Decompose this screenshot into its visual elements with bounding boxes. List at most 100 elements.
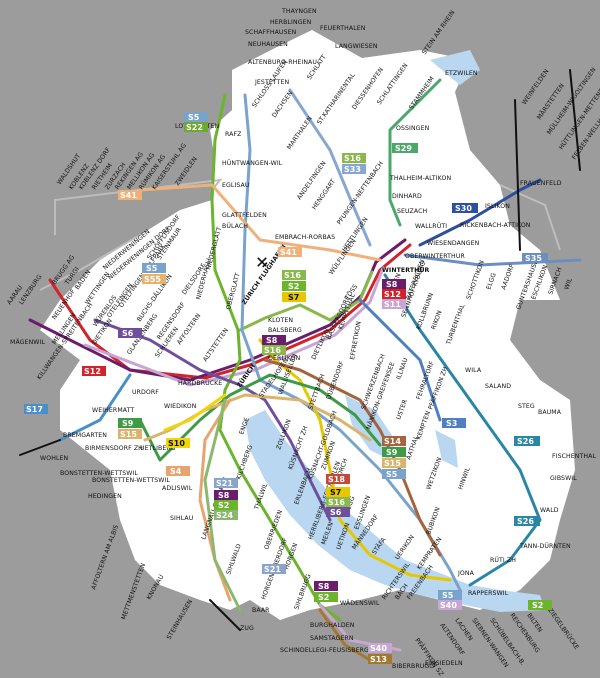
station-balsberg: BALSBERG	[268, 327, 302, 334]
station-fischenthal: FISCHENTHAL	[552, 453, 596, 460]
badge-s15-east-label: S15	[384, 459, 401, 468]
badge-s41-west	[118, 190, 142, 200]
station-etzwilen: ETZWILEN	[445, 70, 478, 77]
line-s15	[143, 393, 372, 442]
line-s30	[418, 178, 542, 247]
badge-s24	[214, 510, 238, 520]
station-weinfelden: WEINFELDEN	[521, 68, 551, 106]
station-bauma: BAUMA	[538, 409, 562, 416]
station-wiedikon: WIEDIKON	[164, 403, 197, 410]
station-wallruti: WALLRÜTI	[415, 221, 447, 230]
station-birmensdorf: BIRMENSDORF ZH	[85, 445, 143, 452]
station-jestetten: JESTETTEN	[254, 79, 290, 86]
station-uetliberg: UETLIBERG	[140, 445, 176, 452]
station-tann: TANN-DÜRNTEN	[519, 541, 571, 550]
badge-s5-north	[184, 112, 208, 122]
station-steinamrhein: STEIN AM RHEIN	[421, 9, 457, 56]
badge-s35-label: S35	[525, 254, 542, 263]
badge-s12-winterthur-label: S12	[384, 290, 401, 299]
badge-s9-east	[382, 447, 406, 457]
badge-s5-east	[382, 469, 406, 479]
badge-s2-airport-label: S2	[288, 282, 299, 291]
badge-s24-label: S24	[216, 511, 233, 520]
station-sihlau: SIHLAU	[170, 515, 193, 522]
station-gibswil: GIBSWIL	[550, 475, 577, 482]
badge-s22	[184, 122, 208, 132]
line-s13	[318, 608, 372, 662]
badge-s11	[382, 299, 406, 309]
station-eglisau: EGLISAU	[222, 182, 249, 189]
station-burghalden: BURGHALDEN	[310, 622, 355, 629]
station-embrach: EMBRACH-RORBAS	[275, 234, 335, 241]
badge-s41-east	[278, 247, 302, 257]
badge-s8-oerlikon-label: S8	[266, 336, 278, 345]
badge-s7-east	[326, 487, 350, 497]
station-frauenfeld: FRAUENFELD	[520, 180, 562, 187]
badge-s9-west	[118, 418, 142, 428]
badge-s21	[214, 478, 238, 488]
line-s33	[288, 88, 372, 247]
badge-s6-east-label: S6	[330, 508, 342, 517]
station-dinhard: DINHARD	[392, 193, 422, 200]
badge-s10-label: S10	[168, 439, 185, 448]
station-adliswil: ADLISWIL	[162, 485, 193, 492]
station-samstagern: SAMSTAGERN	[310, 635, 354, 642]
station-steinhausen: STEINHAUSEN	[166, 598, 195, 641]
station-feuerthalen: FEUERTHALEN	[320, 25, 366, 32]
badge-s30-label: S30	[455, 204, 472, 213]
badge-s26-south-label: S26	[517, 517, 534, 526]
station-ossingen: OSSINGEN	[396, 125, 430, 132]
line-s10	[163, 393, 227, 432]
badge-s2-thalwil	[214, 500, 238, 510]
badge-s21-label: S21	[216, 479, 233, 488]
station-wald: WALD	[540, 507, 559, 514]
badge-s8-oerlikon	[262, 335, 286, 345]
station-altenburg: ALTENBURG-RHEINAU	[248, 59, 317, 66]
badge-s5-west-label: S5	[146, 264, 158, 273]
station-steg: STEG	[518, 403, 535, 410]
badge-s6-east	[326, 507, 350, 517]
badge-s15-west	[118, 429, 142, 439]
badge-s40-south-label: S40	[370, 644, 387, 653]
station-schaffhausen: SCHAFFHAUSEN	[245, 29, 297, 36]
badge-s55-label: S55	[144, 275, 161, 284]
station-saland: SALAND	[485, 383, 511, 390]
line-s3	[358, 298, 442, 422]
badge-s17-label: S17	[26, 405, 43, 414]
lake-pfaeffikersee	[435, 430, 458, 468]
station-rafz-2: RAFZ	[225, 131, 241, 138]
station-oberwinterthur: OBERWINTERTHUR	[405, 253, 465, 260]
line-s6	[93, 318, 332, 522]
badge-s7-airport-label: S7	[288, 293, 299, 302]
badge-s3-label: S3	[446, 419, 457, 428]
badge-s5-east-label: S5	[386, 470, 398, 479]
badge-s26-north-label: S26	[517, 437, 534, 446]
badge-s9-west-label: S9	[122, 419, 134, 428]
badge-s5-rapperswil	[438, 590, 462, 600]
badge-s33-label: S33	[344, 165, 361, 174]
station-wohlen: WOHLEN	[40, 455, 68, 462]
badge-s3	[442, 418, 466, 428]
station-zug: ZUG	[240, 625, 254, 632]
badge-s8-south	[314, 581, 338, 591]
station-thayngen: THAYNGEN	[281, 8, 317, 15]
station-langwiesen: LANGWIESEN	[335, 43, 378, 50]
badge-s14	[382, 436, 406, 446]
station-wila: WILA	[465, 367, 482, 374]
badge-s41-west-label: S41	[120, 191, 137, 200]
badge-s2-south	[314, 592, 338, 602]
station-baar: BAAR	[252, 607, 270, 614]
station-rapperswil: RAPPERSWIL	[468, 590, 509, 597]
badge-s12-winterthur	[382, 289, 406, 299]
station-wil: WIL	[563, 277, 574, 291]
badge-s8-thalwil	[214, 490, 238, 500]
station-schindellegi: SCHINDELLEGI-FEUSISBERG	[280, 647, 369, 654]
station-einsiedeln: EINSIEDELN	[425, 660, 463, 667]
badge-s16-north-label: S16	[344, 154, 361, 163]
station-buelach: BÜLACH	[222, 221, 248, 230]
station-seuzach: SEUZACH	[397, 208, 428, 215]
line-s17	[58, 373, 132, 442]
station-pfaeffikonsz: PFÄFFIKON SZ	[413, 636, 446, 678]
badge-s29-label: S29	[395, 144, 412, 153]
station-oerlikon: OERLIKON	[268, 355, 301, 362]
